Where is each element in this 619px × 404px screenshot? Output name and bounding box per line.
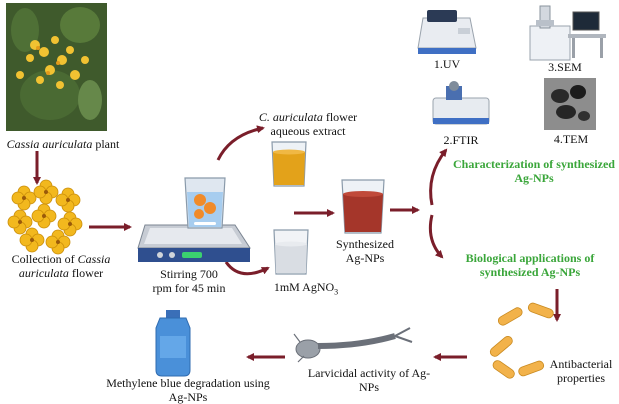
antibacterial-line2-text: properties [557, 371, 605, 385]
uv-label: 1.UV [433, 57, 461, 71]
biological-heading: Biological applications of synthesized A… [448, 251, 612, 279]
char-line1-text: Characterization of synthesized [453, 157, 615, 171]
agno3-label: 1mM AgNO3 [270, 280, 342, 299]
antibacterial-label: Antibacterial properties [544, 357, 618, 385]
larvicidal-label: Larvicidal activity of Ag- NPs [294, 366, 444, 394]
collection-name-2-text: auriculata [18, 266, 69, 280]
sem-label: 3.SEM [548, 60, 582, 74]
larvicidal-line1-text: Larvicidal activity of Ag- [307, 366, 431, 380]
extract-name-text: C. auriculata [258, 110, 323, 124]
bio-line1-text: Biological applications of [465, 251, 595, 265]
arrow-stirrer-to-extract [216, 125, 265, 161]
collection-label: Collection of Cassia auriculata flower [2, 252, 120, 280]
char-line2-text: Ag-NPs [514, 171, 554, 185]
methylene-label: Methylene blue degradation using Ag-NPs [94, 376, 282, 404]
agno3-subscript: 3 [334, 287, 339, 297]
collection-suffix-text: flower [68, 266, 104, 280]
collection-name-1-text: Cassia [77, 252, 111, 266]
synth-line2-text: Ag-NPs [345, 251, 385, 265]
arrow-to-biological [428, 214, 444, 259]
ftir-label: 2.FTIR [443, 133, 479, 147]
bio-line2-text: synthesized Ag-NPs [479, 265, 581, 279]
antibacterial-line1-text: Antibacterial [549, 357, 613, 371]
collection-prefix-text: Collection of [11, 252, 78, 266]
extract-label: C. auriculata flower aqueous extract [246, 110, 370, 138]
stirring-line2-text: rpm for 45 min [152, 281, 226, 295]
synth-line1-text: Synthesized [336, 237, 394, 251]
larvicidal-line2-text: NPs [358, 380, 379, 394]
stirring-line1-text: Stirring 700 [160, 267, 218, 281]
plant-label: Cassia auriculata plant [4, 137, 122, 151]
extract-suffix-text: flower [322, 110, 358, 124]
arrow-stirrer-to-agno3 [224, 261, 270, 276]
arrow-to-characterization [429, 148, 448, 206]
plant-suffix-text: plant [92, 137, 120, 151]
methylene-line1-text: Methylene blue degradation using [106, 376, 270, 390]
characterization-heading: Characterization of synthesized Ag-NPs [452, 157, 616, 185]
synthesized-label: Synthesized Ag-NPs [330, 237, 400, 265]
stirring-label: Stirring 700 rpm for 45 min [138, 267, 240, 295]
agno3-main-text: 1mM AgNO [273, 280, 335, 294]
tem-label: 4.TEM [553, 132, 589, 146]
methylene-line2-text: Ag-NPs [168, 390, 208, 404]
plant-name-text: Cassia auriculata [6, 137, 93, 151]
extract-line2-text: aqueous extract [270, 124, 346, 138]
